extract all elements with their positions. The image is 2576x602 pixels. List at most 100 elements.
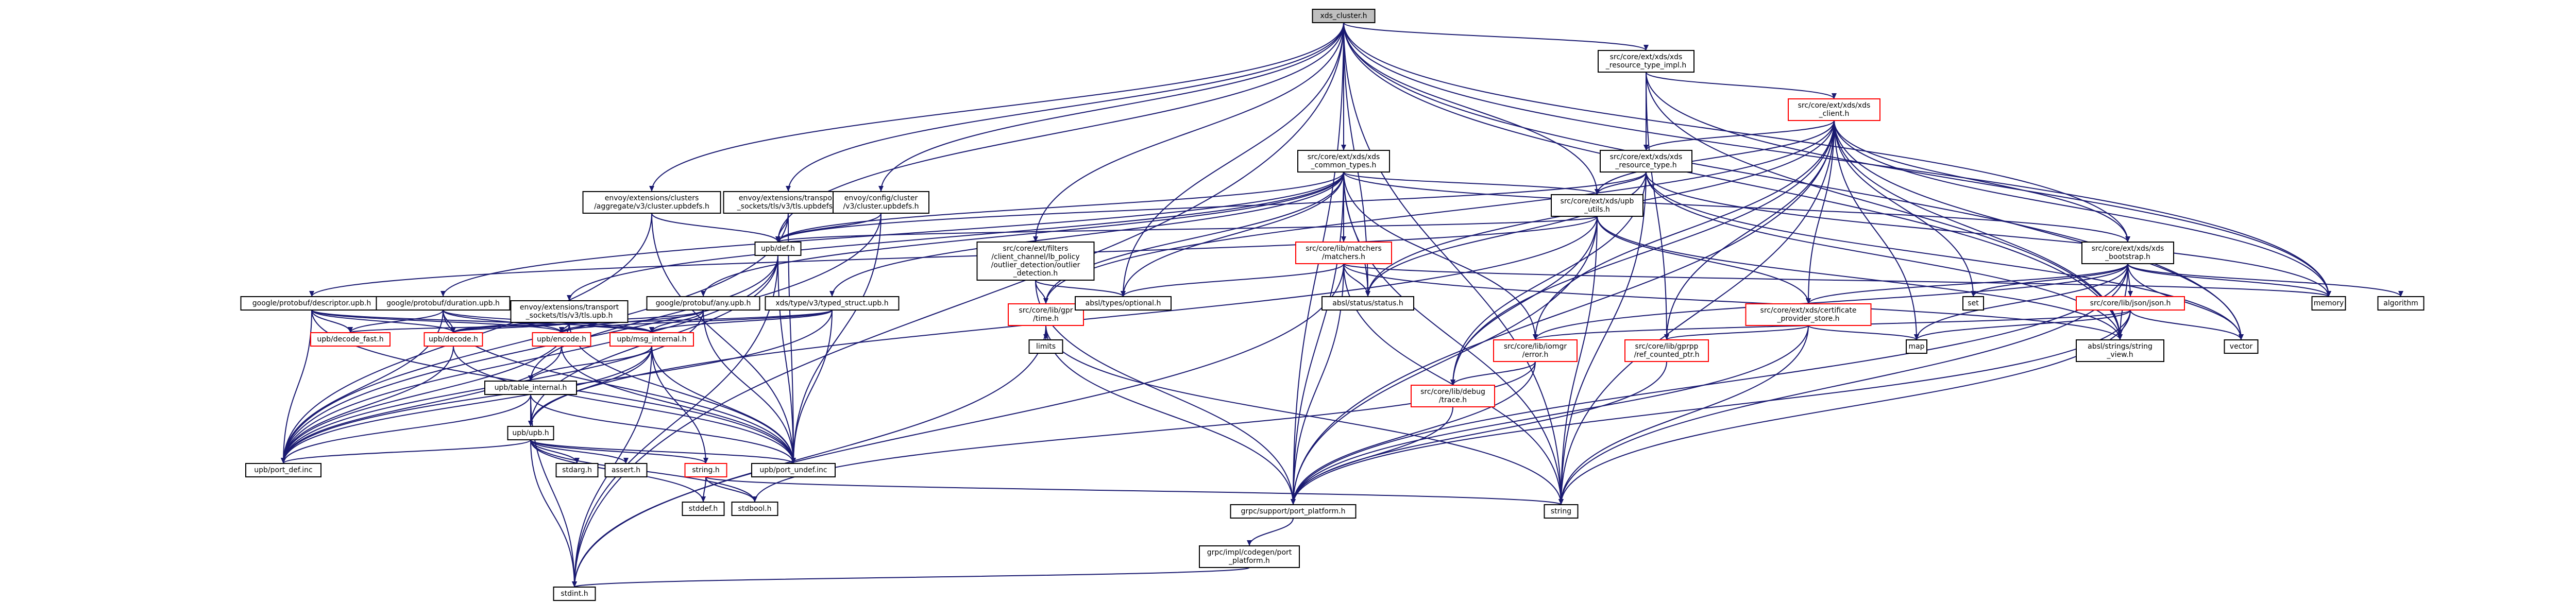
node-set[interactable]: set	[1962, 296, 1984, 311]
node-ref-counted-ptr[interactable]: src/core/lib/gprpp/ref_counted_ptr.h	[1624, 339, 1709, 362]
node-status[interactable]: absl/status/status.h	[1321, 296, 1414, 311]
node-label: /v3/cluster.upbdefs.h	[843, 202, 919, 211]
node-stddef[interactable]: stddef.h	[682, 502, 725, 516]
node-box	[1321, 296, 1414, 311]
node-label: stdarg.h	[562, 466, 592, 474]
node-label: xds/type/v3/typed_struct.upb.h	[775, 299, 888, 307]
node-tls-upb[interactable]: envoy/extensions/transport_sockets/tls/v…	[510, 300, 629, 323]
edge-xds_client-to-xds_bootstrap	[1834, 120, 2128, 243]
node-label: src/core/ext/xds/upb	[1561, 197, 1634, 205]
node-box	[833, 191, 929, 214]
node-label: upb/decode.h	[429, 335, 478, 343]
node-stdint[interactable]: stdint.h	[553, 587, 596, 601]
node-port-def[interactable]: upb/port_def.inc	[245, 463, 321, 477]
node-algorithm[interactable]: algorithm	[2377, 296, 2425, 311]
node-label: /error.h	[1522, 351, 1549, 359]
node-string-view[interactable]: absl/strings/string_view.h	[2076, 339, 2164, 362]
edge-xds_client-to-error	[1535, 120, 1835, 340]
node-duration-upb[interactable]: google/protobuf/duration.upb.h	[376, 296, 511, 311]
arrowhead-upb_h-to-port_def	[281, 458, 286, 463]
node-box	[1600, 150, 1692, 173]
node-outlier-detection[interactable]: src/core/ext/filters/client_channel/lb_p…	[976, 242, 1095, 281]
node-xds-resource-type-impl[interactable]: src/core/ext/xds/xds_resource_type_impl.…	[1598, 50, 1694, 73]
node-json[interactable]: src/core/lib/json/json.h	[2076, 296, 2185, 311]
node-label: /outlier_detection/outlier	[991, 261, 1080, 269]
edge-xds_bootstrap-to-string	[1561, 263, 2128, 505]
node-xds-bootstrap[interactable]: src/core/ext/xds/xds_bootstrap.h	[2081, 242, 2174, 264]
arrowhead-xds_resource_type-to-upb_utils	[1595, 189, 1600, 195]
node-box	[1598, 50, 1694, 73]
node-typed-struct[interactable]: xds/type/v3/typed_struct.upb.h	[765, 296, 900, 311]
edge-xds_common_types-to-upb_def	[777, 171, 1344, 243]
edge-matchers-to-absl_optional	[1123, 263, 1344, 297]
node-box	[976, 242, 1095, 281]
edge-upb_h-to-assert	[530, 439, 626, 464]
node-certificate-provider-store[interactable]: src/core/ext/xds/certificate_provider_st…	[1745, 303, 1872, 326]
node-memory[interactable]: memory	[2311, 296, 2346, 311]
edge-any_upb-to-msg_internal	[651, 309, 704, 333]
node-label: upb/def.h	[761, 245, 795, 253]
node-label: upb/table_internal.h	[495, 384, 567, 392]
node-limits[interactable]: limits	[1028, 339, 1063, 354]
edge-upb_h-to-port_undef	[530, 439, 794, 464]
edge-gpr_time-to-string	[1045, 325, 1562, 505]
node-stdbool[interactable]: stdbool.h	[731, 502, 778, 516]
node-box	[310, 332, 391, 347]
node-label: xds_cluster.h	[1320, 12, 1367, 20]
node-config-cluster[interactable]: envoy/config/cluster/v3/cluster.upbdefs.…	[833, 191, 929, 214]
node-descriptor-upb[interactable]: google/protobuf/descriptor.upb.h	[240, 296, 383, 311]
edge-upb_utils-to-certificate_provider_store	[1597, 216, 1809, 304]
node-vector[interactable]: vector	[2224, 339, 2259, 354]
node-xds-client[interactable]: src/core/ext/xds/xds_client.h	[1788, 98, 1880, 121]
node-gpr-time[interactable]: src/core/lib/gpr/time.h	[1008, 303, 1084, 326]
node-upb-decode[interactable]: upb/decode.h	[423, 332, 483, 347]
node-label: _resource_type.h	[1615, 161, 1676, 169]
node-label: /aggregate/v3/cluster.upbdefs.h	[594, 202, 709, 211]
node-error[interactable]: src/core/lib/iomgr/error.h	[1493, 339, 1578, 362]
edge-xds_bootstrap-to-certificate_provider_store	[1808, 263, 2128, 304]
node-label: src/core/ext/filters	[1003, 245, 1069, 253]
node-port-undef[interactable]: upb/port_undef.inc	[751, 463, 836, 477]
node-decode-fast[interactable]: upb/decode_fast.h	[310, 332, 391, 347]
node-label: src/core/lib/gprpp	[1635, 342, 1699, 351]
node-impl-port-platform[interactable]: grpc/impl/codegen/port_platform.h	[1199, 545, 1300, 568]
node-any-upb[interactable]: google/protobuf/any.upb.h	[646, 296, 760, 311]
node-transport-tls[interactable]: envoy/extensions/transport_sockets/tls/v…	[723, 191, 854, 214]
node-table-internal[interactable]: upb/table_internal.h	[484, 381, 577, 395]
arrowhead-xds_common_types-to-tls_upb	[567, 295, 572, 301]
node-matchers[interactable]: src/core/lib/matchers/matchers.h	[1295, 242, 1392, 264]
node-port-platform[interactable]: grpc/support/port_platform.h	[1230, 504, 1357, 519]
node-upb-utils[interactable]: src/core/ext/xds/upb_utils.h	[1551, 194, 1643, 217]
node-box	[1788, 98, 1880, 121]
node-box	[376, 296, 511, 311]
edge-any_upb-to-port_undef	[703, 309, 794, 464]
node-upb-h[interactable]: upb/upb.h	[507, 426, 554, 440]
edge-xds_common_types-to-tls_upb	[569, 171, 1344, 301]
node-upb-def[interactable]: upb/def.h	[754, 242, 802, 256]
node-label: src/core/ext/xds/xds	[1610, 53, 1683, 61]
node-trace[interactable]: src/core/lib/debug/trace.h	[1411, 385, 1495, 407]
node-string[interactable]: string	[1544, 504, 1579, 519]
node-label: stddef.h	[689, 505, 718, 513]
node-xds-common-types[interactable]: src/core/ext/xds/xds_common_types.h	[1297, 150, 1390, 173]
node-box	[532, 332, 591, 347]
node-stdarg[interactable]: stdarg.h	[555, 463, 599, 477]
node-aggregate-cluster[interactable]: envoy/extensions/clusters/aggregate/v3/c…	[582, 191, 721, 214]
node-absl-optional[interactable]: absl/types/optional.h	[1075, 296, 1172, 311]
arrowhead-xds_common_types-to-xds_bootstrap	[2125, 236, 2130, 242]
node-box	[754, 242, 802, 256]
edge-msg_internal-to-port_undef	[651, 346, 794, 464]
node-string-h[interactable]: string.h	[684, 463, 727, 477]
edge-string_h-to-string	[705, 476, 1562, 505]
node-xds-resource-type[interactable]: src/core/ext/xds/xds_resource_type.h	[1600, 150, 1692, 173]
node-box	[751, 463, 836, 477]
node-msg-internal[interactable]: upb/msg_internal.h	[609, 332, 694, 347]
node-box	[682, 502, 725, 516]
arrowhead-upb_utils-to-descriptor_upb	[309, 291, 314, 297]
node-xds-cluster[interactable]: xds_cluster.h	[1312, 9, 1376, 23]
node-upb-encode[interactable]: upb/encode.h	[532, 332, 591, 347]
node-map[interactable]: map	[1906, 339, 1927, 354]
node-label: src/core/lib/matchers	[1306, 245, 1382, 253]
node-assert[interactable]: assert.h	[604, 463, 648, 477]
